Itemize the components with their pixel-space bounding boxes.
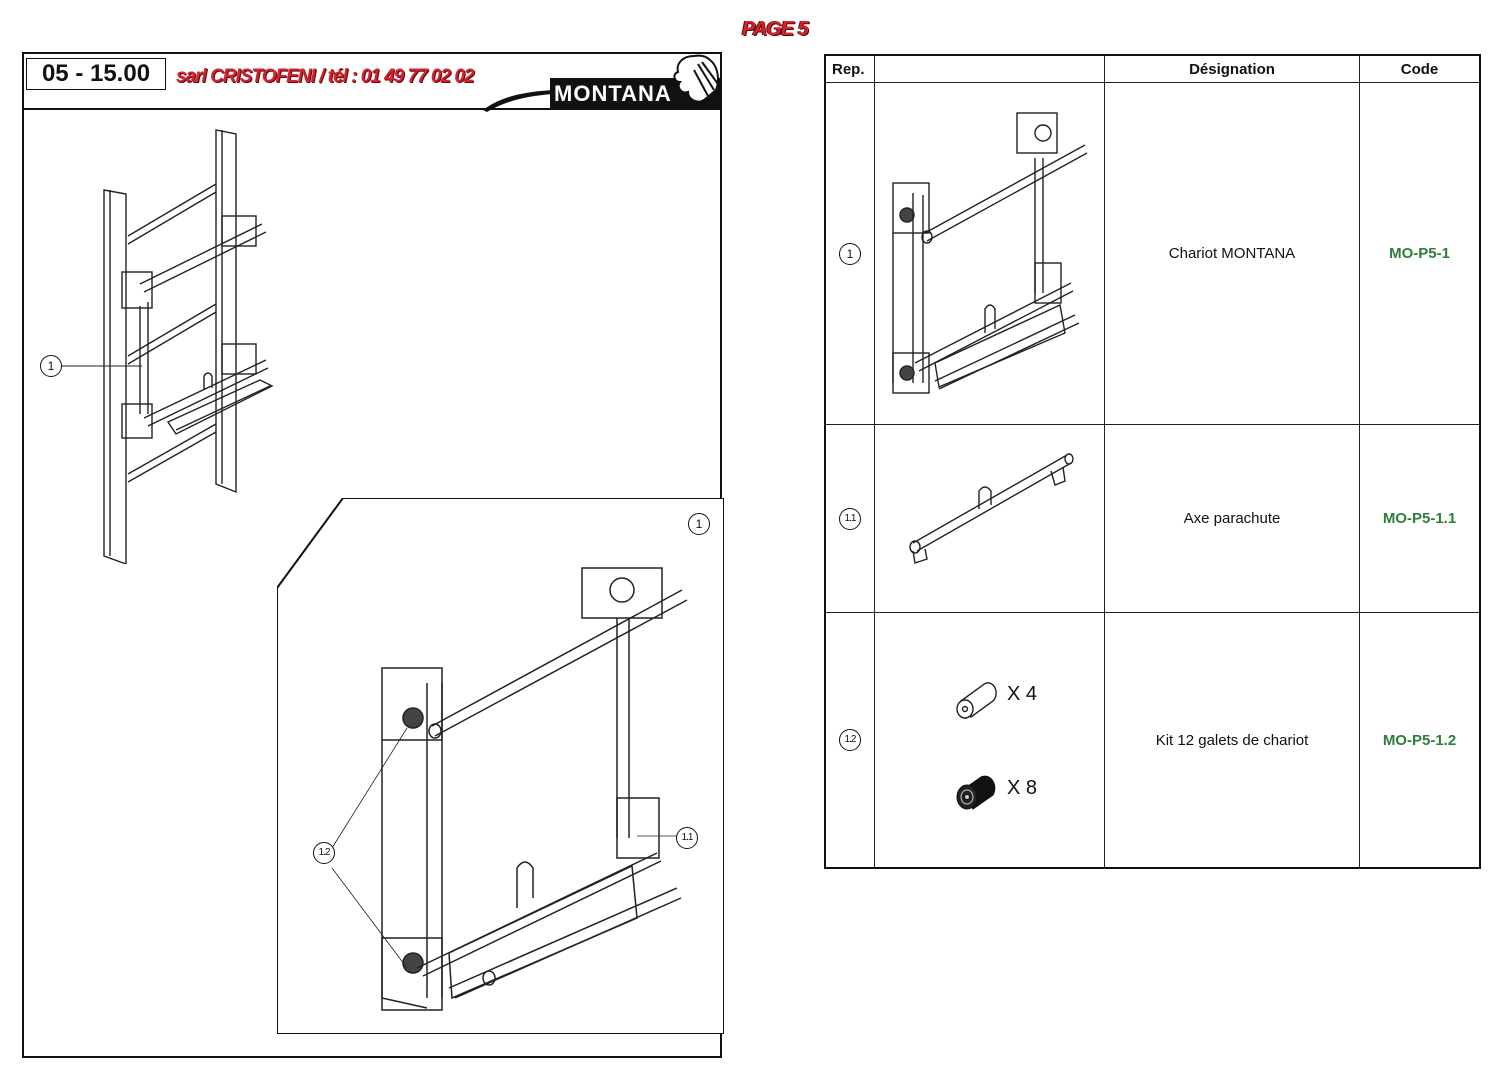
reference-number: 05 - 15.00 (26, 58, 166, 90)
code-cell: MO-P5-1.2 (1359, 612, 1481, 869)
callout-1-1: 1.1 (676, 827, 698, 849)
ladder-overview-drawing (103, 129, 274, 564)
drawing-panel: 05 - 15.00 sarl CRISTOFENI / tél : 01 49… (22, 52, 724, 1058)
indian-chief-logo-icon (673, 54, 719, 103)
callout-1-2: 1.2 (313, 842, 335, 864)
rep-badge: 1 (839, 242, 861, 265)
callout-1-overview: 1 (40, 355, 62, 377)
quantity-label: X 8 (1007, 777, 1038, 799)
designation-cell: Kit 12 galets de chariot (1104, 612, 1360, 869)
rep-badge: 1.1 (839, 507, 861, 530)
column-header-image (874, 54, 1105, 83)
code-cell: MO-P5-1.1 (1359, 424, 1481, 613)
table-row: 1.1 Axe parachute MO-P5-1.1 (824, 424, 1481, 613)
page-title: PAGE 5 (742, 18, 809, 40)
dealer-contact: sarl CRISTOFENI / tél : 01 49 77 02 02 (176, 66, 474, 87)
column-header-designation: Désignation (1104, 54, 1360, 83)
header-band: 05 - 15.00 sarl CRISTOFENI / tél : 01 49… (24, 54, 722, 112)
spacer-roller-icon (956, 682, 997, 719)
bearing-roller-icon (956, 775, 996, 810)
rep-badge: 1.2 (839, 729, 861, 751)
leader-line (62, 365, 142, 367)
callout-1-inset: 1 (688, 513, 710, 535)
table-header-row: Rep. Désignation Code (824, 54, 1481, 83)
code-cell: MO-P5-1 (1359, 82, 1481, 425)
designation-cell: Axe parachute (1104, 424, 1360, 613)
chariot-image (892, 112, 1088, 394)
column-header-code: Code (1359, 54, 1481, 83)
designation-cell: Chariot MONTANA (1104, 82, 1360, 425)
brand-logo: MONTANA (554, 81, 672, 106)
parts-table: Rep. Désignation Code 1 (824, 54, 1481, 869)
axe-parachute-image (909, 453, 1074, 564)
column-header-rep: Rep. (824, 54, 875, 83)
swoosh-logo-icon (483, 90, 554, 112)
table-row: 1 (824, 82, 1481, 425)
quantity-label: X 4 (1007, 683, 1038, 705)
chariot-detail-inset (277, 498, 724, 1034)
table-row: 1.2 X 4 (824, 612, 1481, 869)
